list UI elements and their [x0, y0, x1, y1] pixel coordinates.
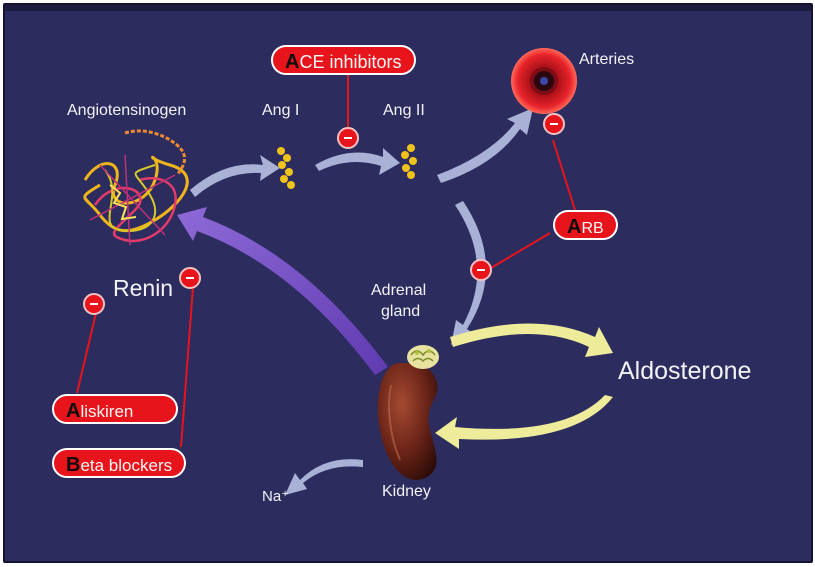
ang2-molecule-icon [401, 144, 417, 179]
aldosterone-label: Aldosterone [618, 357, 752, 385]
beta-inhibit-minus-icon [179, 267, 201, 289]
pathway-arrows [190, 108, 533, 495]
ang1-molecule-icon [277, 147, 295, 189]
arrow-ang2-to-adrenal [451, 201, 487, 345]
kidney-label: Kidney [382, 483, 431, 500]
arrow-ang1-to-ang2 [315, 148, 400, 175]
ang2-label: Ang II [383, 102, 425, 119]
angiotensinogen-molecule-icon [83, 129, 189, 246]
beta-pill-initial: B [66, 454, 81, 476]
kidney-icon [377, 362, 438, 480]
adrenal-gland-icon [407, 345, 439, 369]
artery-cross-section-icon [511, 48, 577, 114]
arrow-adrenal-to-aldosterone [450, 323, 613, 357]
arb-pill[interactable]: ARB [553, 210, 618, 240]
arrow-kidney-to-angiotensinogen [177, 207, 388, 375]
arteries-inhibit-minus-icon [543, 113, 565, 135]
arrow-ang2-to-arteries [437, 108, 533, 183]
ang1-label: Ang I [262, 102, 300, 119]
arrow-kidney-to-na [285, 459, 363, 495]
arrow-angiotensinogen-to-ang1 [190, 155, 280, 197]
top-bar [5, 5, 811, 11]
pathway-diagram [76, 48, 613, 495]
aliskiren-inhibit-minus-icon [83, 293, 105, 315]
ace-pill-initial: A [285, 51, 300, 73]
adrenal-inhibit-minus-icon [470, 259, 492, 281]
adrenal-label-line2: gland [381, 303, 421, 320]
inhibition-lines [76, 71, 576, 448]
sodium-label: Na⁺ [262, 488, 290, 505]
angiotensinogen-label: Angiotensinogen [67, 102, 187, 119]
renin-label: Renin [113, 275, 174, 301]
adrenal-label-line1: Adrenal [371, 282, 427, 299]
ace-inhibitors-pill[interactable]: ACE inhibitors [271, 45, 416, 75]
beta-pill-label: eta blockers [80, 456, 173, 475]
aliskiren-pill-initial: A [66, 400, 81, 422]
diagram-panel: Angiotensinogen Ang I Ang II Arteries Re… [3, 3, 813, 563]
ace-pill-label: CE inhibitors [299, 52, 402, 72]
arb-pill-initial: A [567, 216, 582, 238]
arb-pill-label: RB [581, 220, 604, 237]
beta-blockers-pill[interactable]: Beta blockers [52, 448, 187, 478]
arrow-aldosterone-to-kidney [435, 395, 613, 449]
ace-inhibit-minus-icon [337, 127, 359, 149]
aliskiren-pill[interactable]: Aliskiren [52, 394, 178, 424]
arteries-label: Arteries [579, 51, 635, 68]
aliskiren-pill-label: liskiren [80, 402, 134, 421]
